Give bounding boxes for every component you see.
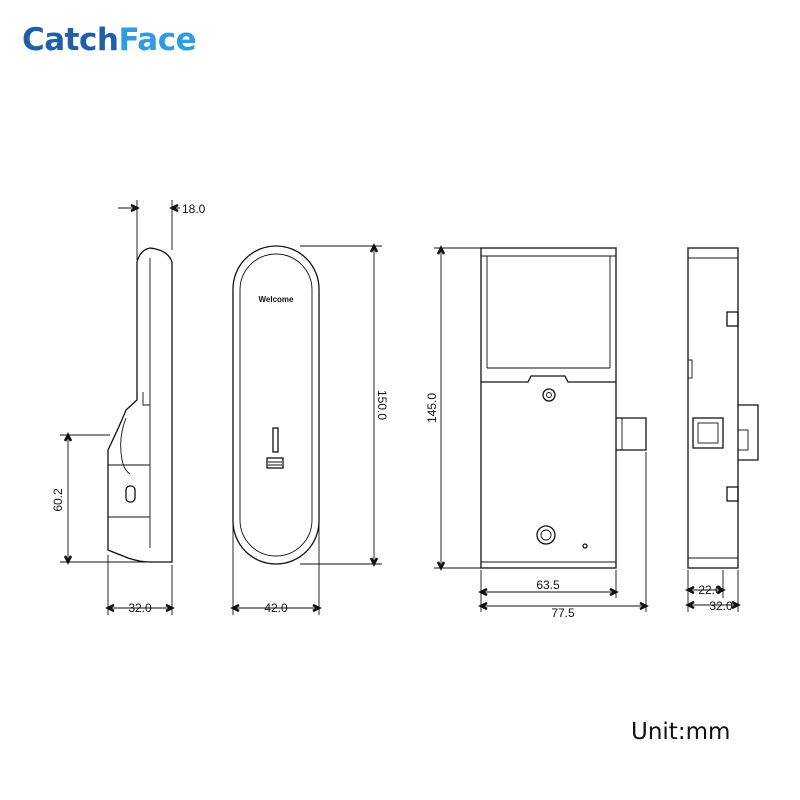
front-height-dim-lines [300, 245, 382, 565]
side-view-body-outline [107, 247, 173, 563]
side-height-label: 60.2 [51, 488, 65, 512]
right-bolt-stub [737, 429, 749, 451]
side-view-notch [120, 417, 131, 475]
back-bolt [616, 417, 647, 451]
back-outer-width-label: 77.5 [551, 606, 575, 620]
front-outer-shell [232, 245, 320, 565]
right-tab-lower [726, 486, 739, 502]
back-frame-lines [481, 255, 616, 563]
right-square-window-inner [697, 422, 719, 444]
back-button [536, 525, 556, 545]
unit-label: Unit:mm [631, 719, 731, 745]
front-view: Welcome 150.0 42.0 [230, 243, 389, 615]
right-frame-lines [688, 257, 738, 559]
back-led-dot [582, 543, 588, 549]
side-width-dim-arrows [105, 603, 175, 613]
back-width-dim-arrows [478, 587, 649, 611]
side-top-dim-lines [118, 200, 180, 260]
front-welcome-label: Welcome [259, 295, 295, 304]
right-inner-width-label: 22.0 [698, 583, 722, 597]
back-cover-plate [481, 375, 616, 383]
side-view: 18.0 60.2 32.0 [51, 200, 206, 615]
side-view-inner-edge [108, 258, 151, 548]
back-screw-hole-inner [546, 392, 552, 398]
brand-name-part1: Catch [22, 22, 119, 58]
front-inner-shell [239, 253, 313, 557]
front-height-label: 150.0 [375, 390, 389, 420]
side-height-dim-lines [60, 434, 150, 563]
front-sensor-window [266, 457, 284, 469]
back-height-label: 145.0 [425, 393, 439, 423]
back-outer-body [480, 247, 617, 569]
back-screw-hole [542, 388, 556, 402]
right-side-clip [687, 359, 693, 379]
side-top-depth-label: 18.0 [182, 202, 206, 216]
front-width-dim-lines [232, 440, 320, 615]
back-view: 145.0 63.5 77.5 [425, 245, 649, 620]
side-top-dim-arrows [130, 203, 179, 213]
side-view-keyhole [125, 485, 136, 503]
front-indicator-slot [272, 427, 279, 453]
side-width-label: 32.0 [128, 601, 152, 615]
back-height-dim-arrows [436, 245, 446, 571]
right-square-window [692, 417, 724, 449]
front-width-dim-arrows [230, 603, 322, 613]
side-height-dim-arrows [63, 432, 73, 565]
right-outer-width-label: 32.0 [709, 599, 733, 613]
right-tab-upper [726, 311, 739, 327]
back-button-inner [540, 529, 552, 541]
front-height-dim-arrows [369, 243, 379, 567]
right-outer-body [687, 247, 739, 569]
back-inner-width-label: 63.5 [536, 578, 560, 592]
back-height-dim-lines [434, 247, 484, 569]
brand-name-part2: Face [118, 22, 197, 58]
back-width-dim-lines [480, 452, 647, 612]
brand-logo: CatchFace [22, 22, 197, 58]
right-width-dim-arrows [685, 585, 741, 610]
front-width-label: 42.0 [264, 601, 288, 615]
right-side-view: 22.0 32.0 [685, 247, 759, 613]
front-sensor-lines [268, 461, 282, 466]
right-step-profile [738, 404, 759, 461]
